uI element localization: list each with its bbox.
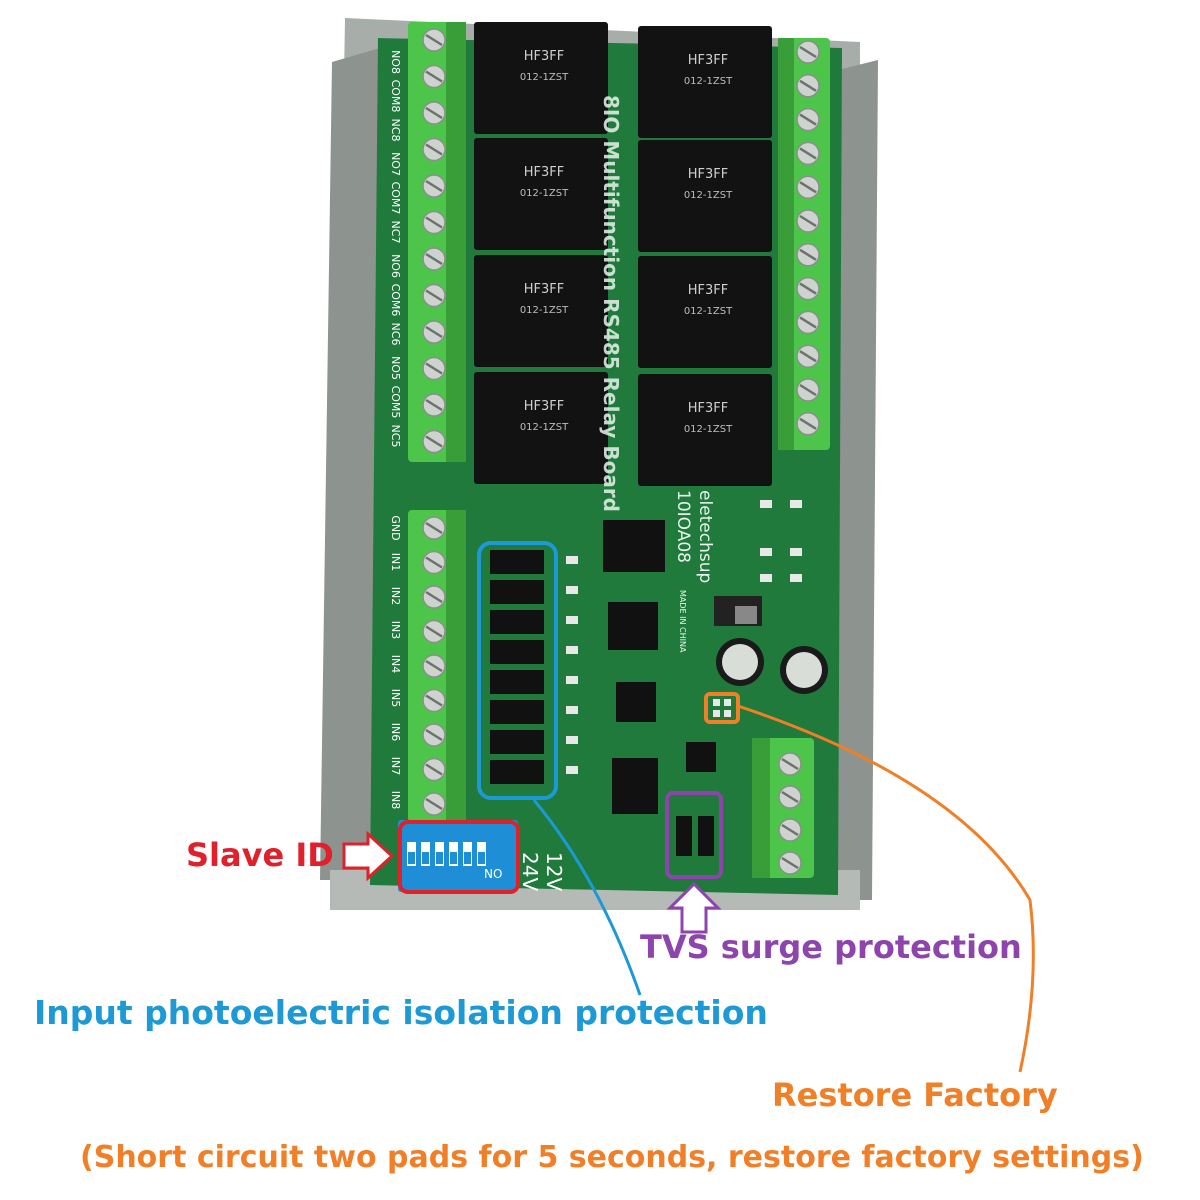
tvs-arrow-icon bbox=[666, 881, 722, 934]
relay-part: 012-1ZST bbox=[520, 72, 569, 83]
restore-factory-note: (Short circuit two pads for 5 seconds, r… bbox=[80, 1140, 1144, 1175]
terminal-label: NO6 bbox=[389, 254, 402, 278]
relay-brand: HF3FF bbox=[688, 53, 728, 68]
dip-switch: NO bbox=[398, 820, 518, 892]
terminal-label: IN2 bbox=[389, 587, 402, 605]
relay-part: 012-1ZST bbox=[520, 188, 569, 199]
relay: HF3FF 012-1ZST bbox=[638, 256, 772, 368]
terminal-screws-inputs bbox=[422, 516, 446, 816]
terminal-label: NO5 bbox=[389, 356, 402, 380]
relay: HF3FF 012-1ZST bbox=[474, 138, 608, 250]
relay-brand: HF3FF bbox=[688, 167, 728, 182]
terminal-label: IN4 bbox=[389, 655, 402, 673]
terminal-label: IN5 bbox=[389, 689, 402, 707]
terminal-label: GND bbox=[389, 515, 402, 540]
silkscreen-made-in: MADE IN CHINA bbox=[678, 590, 687, 653]
input-led bbox=[566, 766, 578, 774]
capacitors bbox=[716, 638, 828, 694]
terminal-label: IN3 bbox=[389, 621, 402, 639]
terminal-label: NC8 bbox=[389, 119, 402, 142]
relay-brand: HF3FF bbox=[524, 165, 564, 180]
relay-brand: HF3FF bbox=[688, 283, 728, 298]
relay: HF3FF 012-1ZST bbox=[638, 26, 772, 138]
optocoupler bbox=[490, 640, 544, 664]
input-led bbox=[566, 616, 578, 624]
terminal-label: NC6 bbox=[389, 323, 402, 346]
relay-brand: HF3FF bbox=[688, 401, 728, 416]
silkscreen-title: 8IO Multifunction RS485 Relay Board bbox=[599, 95, 623, 512]
terminal-label: COM6 bbox=[389, 284, 402, 317]
isolation-leader-line bbox=[532, 799, 642, 996]
optocoupler bbox=[490, 610, 544, 634]
optocoupler bbox=[490, 700, 544, 724]
relay-array: HF3FF012-1ZSTHF3FF012-1ZSTHF3FF012-1ZSTH… bbox=[474, 22, 772, 486]
optocoupler-array bbox=[490, 550, 578, 784]
right-terminal-block-power bbox=[752, 738, 814, 878]
terminal-label: NC7 bbox=[389, 221, 402, 244]
input-isolation-label: Input photoelectric isolation protection bbox=[34, 993, 768, 1032]
silkscreen-terminal-labels: NO8COM8NC8NO7COM7NC7NO6COM6NC6NO5COM5NC5… bbox=[389, 50, 402, 809]
relay-part: 012-1ZST bbox=[520, 305, 569, 316]
terminal-label: NO8 bbox=[389, 50, 402, 74]
relay: HF3FF 012-1ZST bbox=[474, 372, 608, 484]
terminal-label: COM7 bbox=[389, 182, 402, 215]
slave-id-arrow-icon bbox=[342, 830, 395, 882]
input-led bbox=[566, 676, 578, 684]
relay: HF3FF 012-1ZST bbox=[474, 255, 608, 367]
integrated-circuits bbox=[603, 520, 762, 814]
tvs-highlight-box bbox=[665, 791, 723, 879]
relay-part: 012-1ZST bbox=[684, 76, 733, 87]
dip-switch-label: NO bbox=[484, 867, 502, 881]
slave-id-highlight-box bbox=[398, 820, 520, 894]
terminal-screws-outputs bbox=[422, 28, 446, 454]
silkscreen-model: 10IOA08 bbox=[673, 490, 693, 563]
optocoupler bbox=[490, 550, 544, 574]
isolation-highlight-box bbox=[477, 541, 558, 800]
terminal-label: COM5 bbox=[389, 386, 402, 419]
optocoupler bbox=[490, 580, 544, 604]
slave-id-label: Slave ID bbox=[186, 836, 334, 874]
terminal-screws-power bbox=[778, 752, 802, 875]
input-led bbox=[566, 736, 578, 744]
terminal-label: NC5 bbox=[389, 425, 402, 448]
relay-part: 012-1ZST bbox=[684, 306, 733, 317]
relay-part: 012-1ZST bbox=[520, 422, 569, 433]
optocoupler bbox=[490, 760, 544, 784]
relay-brand: HF3FF bbox=[524, 399, 564, 414]
tvs-diodes bbox=[676, 816, 714, 856]
input-led bbox=[566, 586, 578, 594]
relay: HF3FF 012-1ZST bbox=[638, 140, 772, 252]
input-led bbox=[566, 646, 578, 654]
relay-brand: HF3FF bbox=[524, 282, 564, 297]
restore-pads bbox=[713, 699, 731, 717]
silkscreen-12v: 12V bbox=[542, 852, 566, 891]
led-indicators bbox=[760, 500, 802, 582]
terminal-label: IN6 bbox=[389, 723, 402, 741]
terminal-label: COM8 bbox=[389, 80, 402, 113]
silkscreen-24v: 24V bbox=[518, 852, 542, 891]
relay: HF3FF 012-1ZST bbox=[638, 374, 772, 486]
tvs-label: TVS surge protection bbox=[640, 928, 1022, 966]
terminal-label: IN8 bbox=[389, 791, 402, 809]
optocoupler bbox=[490, 730, 544, 754]
input-led bbox=[566, 706, 578, 714]
left-terminal-block-outputs bbox=[408, 22, 466, 462]
terminal-label: NO7 bbox=[389, 152, 402, 176]
restore-pads-highlight-box bbox=[704, 692, 740, 724]
terminal-screws-right bbox=[796, 40, 820, 436]
silkscreen-brand: eletechsup bbox=[695, 490, 715, 583]
terminal-label: IN7 bbox=[389, 757, 402, 775]
terminal-label: IN1 bbox=[389, 553, 402, 571]
restore-factory-label: Restore Factory bbox=[772, 1076, 1058, 1114]
restore-leader-line bbox=[737, 704, 1035, 1073]
relay: HF3FF 012-1ZST bbox=[474, 22, 608, 134]
optocoupler bbox=[490, 670, 544, 694]
input-led bbox=[566, 556, 578, 564]
relay-part: 012-1ZST bbox=[684, 424, 733, 435]
relay-brand: HF3FF bbox=[524, 49, 564, 64]
relay-part: 012-1ZST bbox=[684, 190, 733, 201]
